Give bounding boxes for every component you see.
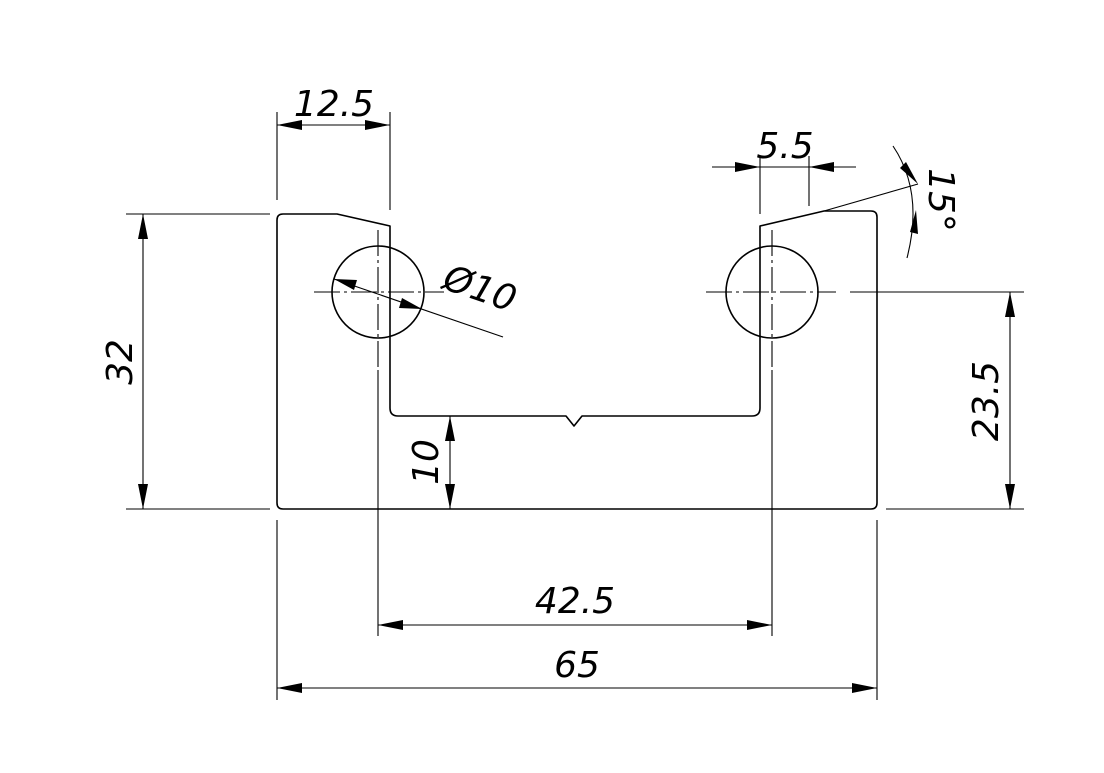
dim-hole-diameter: Ø10: [333, 257, 521, 338]
dim-chamfer-angle-label: 15°: [920, 168, 961, 232]
dim-hole-center-height: 23.5: [966, 292, 1015, 509]
dim-hole-spacing: 42.5: [378, 581, 772, 630]
dim-chamfer-angle: 15°: [823, 145, 961, 259]
channel-profile: [276, 210, 878, 510]
center-lines: [314, 230, 836, 370]
dim-left-top-width-label: 12.5: [294, 84, 374, 125]
dim-hole-spacing-label: 42.5: [535, 581, 615, 622]
dim-overall-height: 32: [100, 214, 148, 509]
dim-base-thickness-label: 10: [406, 439, 447, 485]
dim-right-top-width-label: 5.5: [756, 126, 813, 167]
dim-right-top-width: 5.5: [712, 126, 856, 172]
dim-overall-width-label: 65: [554, 645, 600, 686]
dim-left-top-width: 12.5: [277, 84, 390, 130]
dim-hole-center-height-label: 23.5: [966, 361, 1007, 441]
dim-hole-diameter-label: Ø10: [436, 257, 521, 321]
dim-overall-width: 65: [277, 645, 877, 693]
dim-overall-height-label: 32: [100, 339, 141, 385]
extension-lines: [126, 112, 1024, 700]
part-outline: [276, 210, 878, 510]
dim-base-thickness: 10: [406, 416, 455, 509]
